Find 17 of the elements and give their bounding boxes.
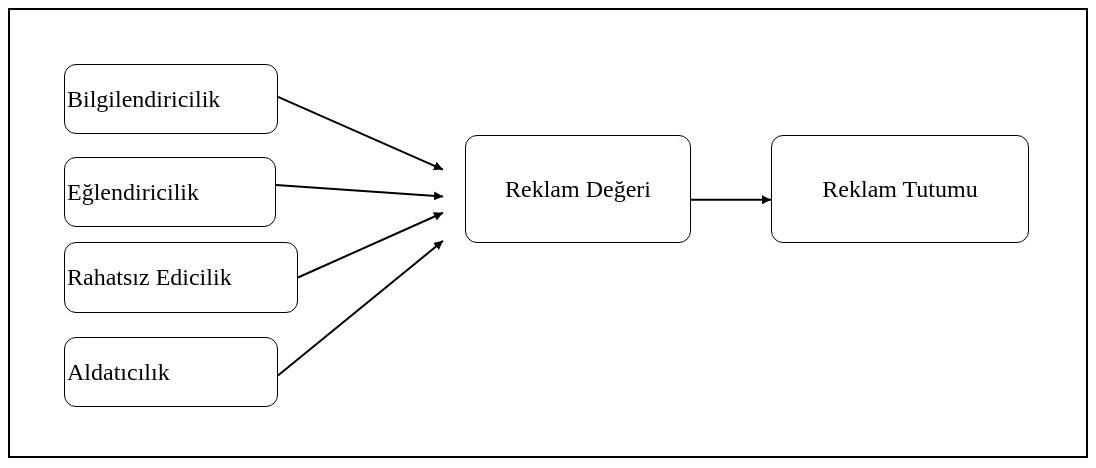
arrow — [690, 195, 772, 205]
rounded-box — [64, 157, 276, 227]
node-label: Reklam Tutumu — [822, 175, 978, 203]
rounded-box — [64, 64, 278, 134]
arrow — [277, 239, 444, 377]
node-label: Reklam Değeri — [505, 175, 651, 203]
rounded-box — [64, 242, 298, 313]
arrow — [297, 211, 444, 279]
rounded-box — [465, 135, 691, 243]
node-label: Rahatsız Edicilik — [67, 264, 232, 291]
arrow — [277, 95, 444, 171]
rounded-box — [771, 135, 1029, 243]
node-label: Aldatıcılık — [67, 358, 170, 386]
arrow — [275, 184, 444, 201]
node-label: Bilgilendiricilik — [67, 85, 221, 113]
node-label: Eğlendiricilik — [67, 178, 199, 206]
rounded-box — [64, 337, 278, 407]
